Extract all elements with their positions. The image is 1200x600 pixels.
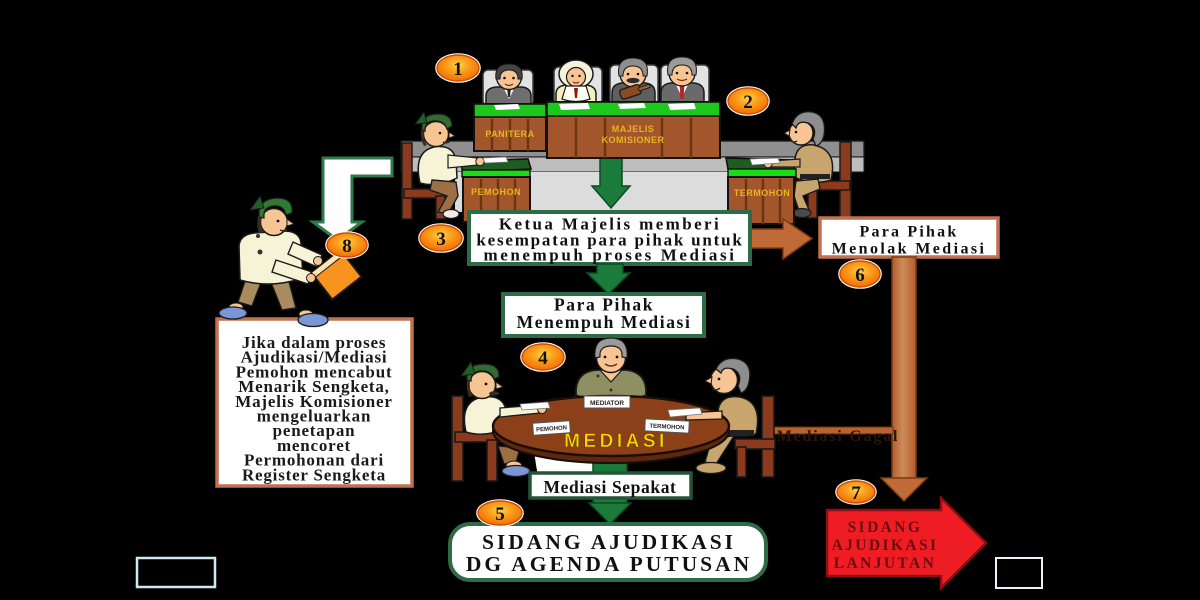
- svg-text:KOMISIONER: KOMISIONER: [601, 135, 664, 145]
- svg-text:Para Pihak: Para Pihak: [554, 295, 654, 315]
- svg-text:AJUDIKASI: AJUDIKASI: [832, 537, 939, 554]
- svg-text:8: 8: [342, 236, 352, 257]
- svg-text:PANITERA: PANITERA: [485, 129, 534, 139]
- svg-text:PEMOHON: PEMOHON: [471, 187, 521, 197]
- svg-text:Permohonan dari: Permohonan dari: [244, 451, 384, 470]
- svg-text:Menempuh Mediasi: Menempuh Mediasi: [517, 312, 692, 332]
- svg-text:mencoret: mencoret: [277, 436, 351, 455]
- svg-text:SIDANG: SIDANG: [848, 519, 923, 536]
- svg-text:7: 7: [851, 483, 861, 504]
- svg-text:MEDIATOR: MEDIATOR: [590, 400, 624, 407]
- svg-text:Jika dalam proses: Jika dalam proses: [242, 333, 387, 352]
- svg-text:Menolak Mediasi: Menolak Mediasi: [832, 241, 987, 258]
- svg-text:Majelis Komisioner: Majelis Komisioner: [235, 392, 392, 411]
- svg-text:4: 4: [538, 348, 548, 369]
- svg-text:Register Sengketa: Register Sengketa: [242, 465, 386, 484]
- svg-text:1: 1: [453, 59, 463, 80]
- svg-text:Pemohon mencabut: Pemohon mencabut: [236, 362, 393, 381]
- svg-text:TERMOHON: TERMOHON: [649, 424, 684, 432]
- svg-text:SIDANG AJUDIKASI: SIDANG AJUDIKASI: [482, 530, 736, 554]
- svg-text:LANJUTAN: LANJUTAN: [834, 555, 936, 572]
- svg-text:5: 5: [495, 504, 505, 525]
- svg-text:MAJELIS: MAJELIS: [612, 124, 655, 134]
- svg-text:kesempatan para pihak untuk: kesempatan para pihak untuk: [476, 231, 743, 250]
- svg-text:MEDIASI: MEDIASI: [564, 431, 668, 452]
- svg-text:Mediasi Gagal: Mediasi Gagal: [777, 428, 900, 445]
- svg-text:mengeluarkan: mengeluarkan: [257, 407, 371, 426]
- svg-text:Mediasi Sepakat: Mediasi Sepakat: [544, 477, 677, 497]
- svg-text:3: 3: [436, 229, 446, 250]
- svg-text:DG AGENDA PUTUSAN: DG AGENDA PUTUSAN: [466, 552, 752, 576]
- svg-text:menempuh proses Mediasi: menempuh proses Mediasi: [483, 246, 736, 265]
- svg-text:6: 6: [855, 265, 865, 286]
- svg-text:Menarik Sengketa,: Menarik Sengketa,: [238, 377, 389, 396]
- svg-text:2: 2: [743, 92, 753, 113]
- svg-text:PEMOHON: PEMOHON: [536, 425, 567, 433]
- svg-text:penetapan: penetapan: [273, 421, 356, 440]
- svg-text:Ketua Majelis memberi: Ketua Majelis memberi: [499, 215, 721, 234]
- svg-text:Para Pihak: Para Pihak: [860, 224, 959, 241]
- svg-text:Ajudikasi/Mediasi: Ajudikasi/Mediasi: [241, 348, 388, 367]
- svg-text:TERMOHON: TERMOHON: [734, 188, 791, 198]
